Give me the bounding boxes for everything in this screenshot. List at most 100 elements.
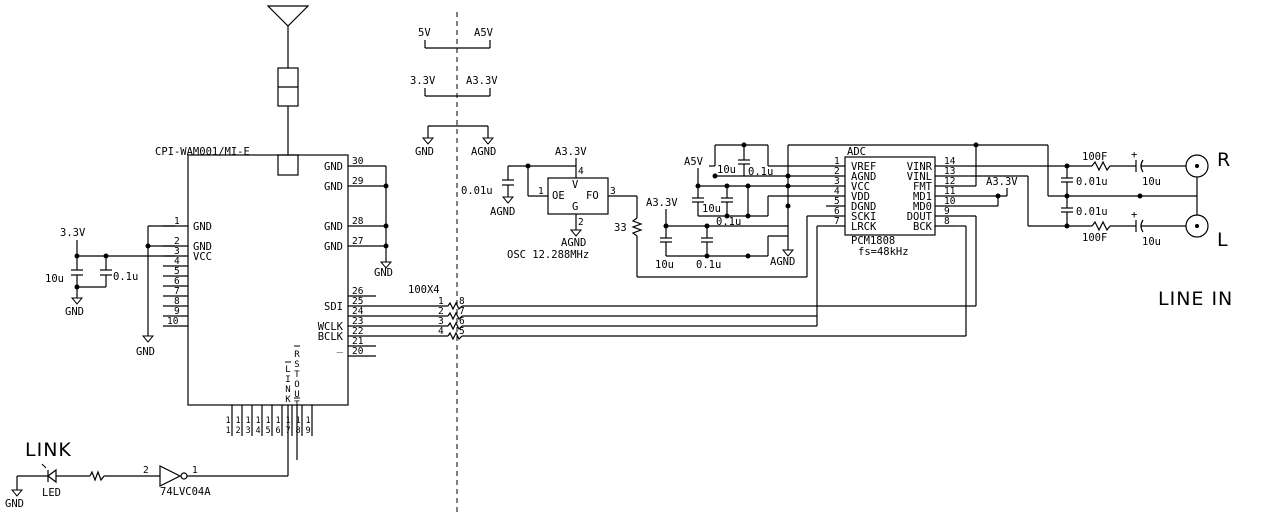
- cap-label: 10u: [655, 259, 674, 271]
- module-right-pin-name: BCLK: [318, 331, 344, 343]
- plus-label: +: [1131, 149, 1137, 161]
- module-right-pin-name: WCLK: [318, 321, 344, 333]
- adc-right-pin-num: 8: [944, 216, 950, 227]
- v33-label: 3.3V: [60, 227, 86, 239]
- module-left-pin-num: 1: [174, 216, 180, 227]
- module-right-pin-name: _: [337, 341, 344, 353]
- module-right-pin-num: 23: [352, 316, 363, 327]
- adc-right-pin-num: 11: [944, 186, 956, 197]
- module-left-pin-num: 4: [174, 256, 180, 267]
- adc-right-pin-name: MD1: [913, 191, 932, 203]
- adc-left-pin-num: 4: [834, 186, 840, 197]
- 3v3-label: 3.3V: [410, 75, 436, 87]
- inv-pin1: 1: [192, 465, 198, 476]
- a33v-label: A3.3V: [646, 197, 678, 209]
- adc-right-pin-name: DOUT: [907, 211, 933, 223]
- 5v-label: 5V: [418, 27, 431, 39]
- cap-10u-label: 10u: [45, 273, 64, 285]
- adc-right-pin-num: 14: [944, 156, 956, 167]
- resnet-right-pin: 5: [459, 326, 465, 337]
- oscillator: A3.3V 0.01u AGND 4 1 3 2 V OE FO G AGND …: [461, 146, 826, 278]
- led-label: LED: [42, 487, 61, 499]
- osc-fo: FO: [586, 190, 599, 202]
- resnet-left-pin: 3: [438, 316, 444, 327]
- gnd-label: GND: [374, 267, 393, 279]
- cap-label: 10u: [717, 164, 736, 176]
- inv-pin2: 2: [143, 465, 149, 476]
- module-left-pin-num: 3: [174, 246, 180, 257]
- module-bottom-pin-num: 18: [293, 416, 303, 436]
- adc-right-pin-num: 13: [944, 166, 955, 177]
- adc-left-pin-num: 7: [834, 216, 840, 227]
- osc-oe: OE: [552, 190, 565, 202]
- module-left-pin-num: 10: [167, 316, 179, 327]
- cap-label: 10u: [702, 203, 721, 215]
- adc-right-pin-num: 10: [944, 196, 956, 207]
- osc-pin1: 1: [538, 186, 544, 197]
- a5v-label: A5V: [474, 27, 494, 39]
- adc-right-pin-name: BCK: [913, 221, 933, 233]
- link-title: LINK: [25, 439, 72, 461]
- antenna: [266, 5, 310, 176]
- module-bottom-pin-num: 12: [233, 416, 243, 436]
- cap-label: 10u: [1142, 176, 1161, 188]
- adc-header: ADC: [847, 146, 866, 158]
- a33v-label: A3.3V: [986, 176, 1018, 188]
- osc-g: G: [572, 201, 578, 213]
- module-bottom-pin-num: 15: [263, 416, 273, 436]
- adc-right-pin-num: 12: [944, 176, 955, 187]
- osc-pin3: 3: [610, 186, 616, 197]
- module-right-pin-num: 20: [352, 346, 364, 357]
- osc-pin2: 2: [578, 217, 584, 228]
- plus-label: +: [1131, 209, 1137, 221]
- adc-right-pin-name: VINL: [907, 171, 932, 183]
- adc-left-pin-num: 6: [834, 206, 840, 217]
- resnet-left-pin: 1: [438, 296, 444, 307]
- module-right-pin-name: GND: [324, 241, 343, 253]
- cap-label: 0.01u: [1076, 176, 1108, 188]
- module-left-pin-name: GND: [193, 241, 212, 253]
- gnd-label: GND: [65, 306, 84, 318]
- adc-name: PCM1808: [851, 235, 895, 247]
- resnet-left-pin: 2: [438, 306, 444, 317]
- adc-right-pin-name: MD0: [913, 201, 932, 213]
- agnd-label: AGND: [561, 237, 586, 249]
- module-bottom-pin-num: 14: [253, 416, 263, 436]
- adc-left-pin-name: LRCK: [851, 221, 877, 233]
- module-right-pin-num: 28: [352, 216, 364, 227]
- adc-right-pin-name: FMT: [913, 181, 933, 193]
- osc-pin4: 4: [578, 166, 584, 177]
- module-right-pin-num: 27: [352, 236, 363, 247]
- module-right-pin-num: 22: [352, 326, 363, 337]
- adc-left-pin-num: 3: [834, 176, 840, 187]
- resnet-left-pin: 4: [438, 326, 444, 337]
- resistor-33-label: 33: [614, 222, 627, 234]
- cap-label: 0.1u: [696, 259, 721, 271]
- link-pin-label: LINK: [283, 365, 293, 405]
- agnd-label: AGND: [471, 146, 496, 158]
- module-bottom-pin-num: 13: [243, 416, 253, 436]
- cap-0.1u-label: 0.1u: [113, 271, 138, 283]
- adc-left-pin-name: VREF: [851, 161, 876, 173]
- module-right-pin-name: GND: [324, 221, 343, 233]
- adc-left-pin-name: DGND: [851, 201, 876, 213]
- r-channel-label: R: [1217, 149, 1231, 171]
- line-in: 100F + 10u 0.01u 100F + 10u 0.01u R L LI…: [955, 149, 1232, 310]
- agnd-label: AGND: [490, 206, 515, 218]
- module-left-pin-name: VCC: [193, 251, 212, 263]
- gnd-label: GND: [136, 346, 155, 358]
- module-right-pin-num: 29: [352, 176, 364, 187]
- module-right-pin-num: 21: [352, 336, 364, 347]
- a5v-label: A5V: [684, 156, 704, 168]
- module-right-pin-num: 26: [352, 286, 364, 297]
- resistor-label: 100F: [1082, 232, 1107, 244]
- adc-left-pin-name: SCKI: [851, 211, 876, 223]
- module-right-pin-num: 24: [352, 306, 364, 317]
- module-right-pin-num: 30: [352, 156, 364, 167]
- module-left-pin-name: GND: [193, 221, 212, 233]
- adc-left-pin-num: 1: [834, 156, 840, 167]
- module-power: 3.3V 10u 0.1u GND GND: [45, 225, 175, 358]
- link-indicator: LINK 1 2 74LVC04A LED GND: [5, 405, 289, 510]
- resnet-label: 100X4: [408, 284, 440, 296]
- gnd-label: GND: [5, 498, 24, 510]
